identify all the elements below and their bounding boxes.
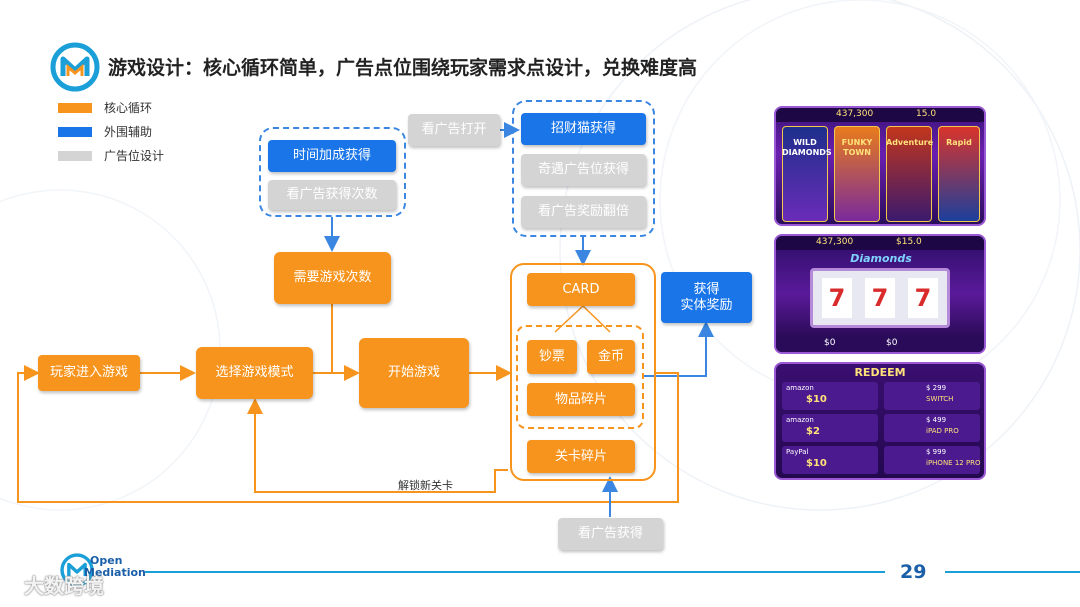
legend-swatch-ad (58, 151, 92, 161)
s1-tile-1: WILD DIAMONDS (782, 138, 832, 157)
legend-label-aux: 外围辅助 (104, 125, 153, 139)
s2-bottom-mid: $0 (886, 338, 898, 348)
page-title: 游戏设计：核心循环简单，广告点位围绕玩家需求点设计，兑换难度高 (108, 57, 698, 79)
lucky-cat-group (512, 100, 655, 237)
lucky-cat-box: 招财猫获得 (521, 113, 646, 145)
ad-get-count-box[interactable]: 看广告获得次数 (268, 180, 396, 210)
s1-tile-2: FUNKY TOWN (841, 138, 873, 157)
s3-row3-name: PayPal (786, 448, 809, 456)
s3-row1-name: amazon (786, 384, 814, 392)
unlock-level-label: 解锁新关卡 (398, 479, 453, 492)
s2-bottom-left: $0 (824, 338, 836, 348)
s2-title: Diamonds (850, 252, 912, 265)
time-bonus-group (259, 127, 406, 217)
choose-mode-box: 选择游戏模式 (196, 347, 313, 399)
legend-label-ad: 广告位设计 (104, 149, 165, 163)
s2-top-value: 437,300 (816, 237, 854, 247)
s1-tile-3: Adventure (886, 138, 934, 147)
s3-row1-item: SWITCH (926, 395, 954, 403)
ad-open-box[interactable]: 看广告打开 (408, 114, 500, 146)
s3-row2-price: $ 499 (926, 416, 947, 424)
encounter-ad-box[interactable]: 奇遇广告位获得 (521, 154, 646, 186)
item-fragment-box: 物品碎片 (527, 383, 635, 416)
s2-top-right: $15.0 (896, 237, 922, 247)
s3-row3-item: iPHONE 12 PRO (926, 459, 981, 467)
s3-title: REDEEM (854, 366, 906, 379)
legend-swatch-core (58, 103, 92, 113)
footer-rule-left (145, 571, 885, 573)
s3-row2-value: $2 (806, 426, 820, 437)
footer-rule-right (945, 571, 1080, 573)
level-fragment-box: 关卡碎片 (527, 440, 635, 473)
ad-double-box[interactable]: 看广告奖励翻倍 (521, 196, 646, 228)
legend-label-core: 核心循环 (104, 101, 153, 115)
footer-logo-line2: Mediation (84, 566, 146, 579)
redeem-screenshot: REDEEM amazon $10 amazon $2 PayPal $10 $… (774, 362, 986, 480)
need-plays-box: 需要游戏次数 (274, 252, 391, 304)
s1-top-value: 437,300 (836, 109, 874, 119)
cash-box: 钞票 (527, 340, 577, 374)
s1-top-right: 15.0 (916, 109, 937, 119)
ad-get-box[interactable]: 看广告获得 (558, 518, 663, 550)
card-box: CARD (527, 273, 635, 306)
reward-items-group (516, 325, 644, 429)
header-logo (50, 42, 100, 92)
start-game-box: 开始游戏 (359, 338, 469, 408)
enter-game-box: 玩家进入游戏 (38, 355, 140, 391)
real-reward-box: 获得 实体奖励 (661, 272, 752, 323)
s3-row2-name: amazon (786, 416, 814, 424)
s3-row2-item: iPAD PRO (926, 427, 959, 435)
footer-logo-line1: Open (90, 554, 123, 567)
s3-row1-price: $ 299 (926, 384, 947, 392)
time-bonus-box: 时间加成获得 (268, 140, 396, 172)
slot-lobby-screenshot: 437,300 15.0 WILD DIAMONDS FUNKY TOWN Ad… (774, 106, 986, 226)
watermark: 大数跨境 (24, 574, 104, 598)
slot-machine-screenshot: 437,300 $15.0 Diamonds 7 7 7 $0 $0 (774, 234, 986, 354)
s3-row1-value: $10 (806, 394, 827, 405)
gold-box: 金币 (587, 340, 635, 374)
page-number: 29 (900, 561, 927, 583)
legend-swatch-aux (58, 127, 92, 137)
footer-logo (60, 553, 94, 587)
reward-container (510, 263, 656, 481)
s3-row3-value: $10 (806, 458, 827, 469)
s1-tile-4: Rapid (946, 138, 972, 147)
s3-row3-price: $ 999 (926, 448, 947, 456)
